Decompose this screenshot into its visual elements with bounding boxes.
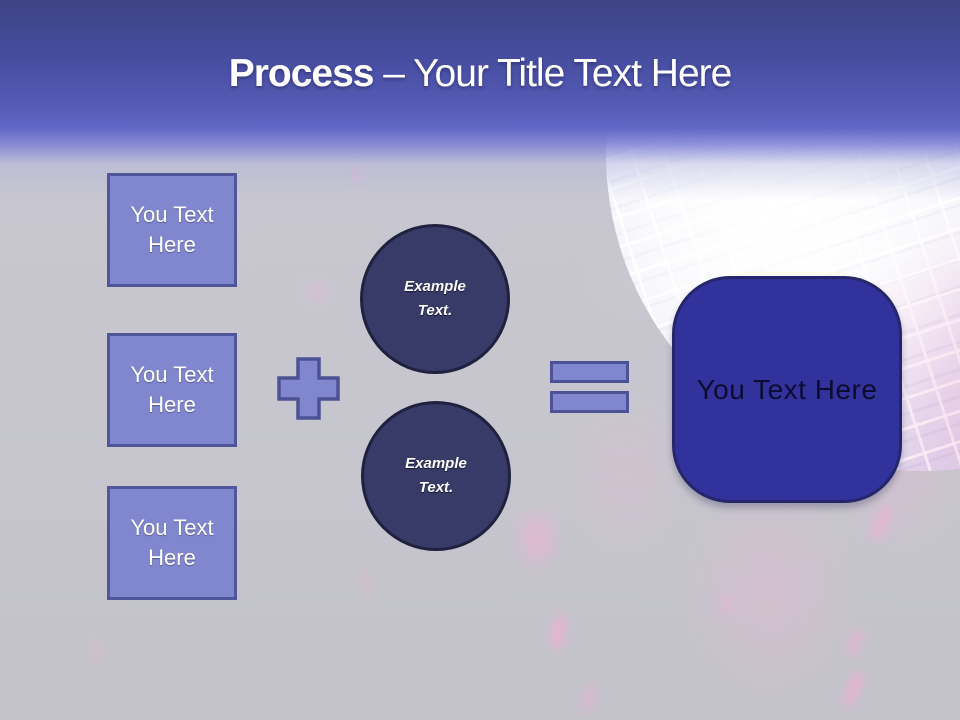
input-box-1-label: You Text Here xyxy=(130,202,214,257)
plus-icon[interactable] xyxy=(277,357,340,420)
example-circle-1-label: Example Text. xyxy=(404,278,466,319)
slide-title-rest: – Your Title Text Here xyxy=(373,52,732,95)
input-box-2[interactable]: You Text Here xyxy=(107,333,237,447)
input-box-1[interactable]: You Text Here xyxy=(107,173,237,287)
equals-bar-top xyxy=(550,361,629,383)
light-streak xyxy=(722,592,731,614)
result-box-label: You Text Here xyxy=(696,373,878,405)
light-streak xyxy=(522,516,552,560)
light-streak xyxy=(842,671,865,707)
title-banner: Process – Your Title Text Here xyxy=(0,0,960,200)
example-circle-1[interactable]: Example Text. xyxy=(360,224,510,374)
light-streak xyxy=(580,685,597,713)
input-box-3-label: You Text Here xyxy=(130,515,214,570)
slide-title-emphasis: Process xyxy=(228,52,375,95)
pink-light-tint xyxy=(680,470,860,710)
light-streak xyxy=(550,615,567,649)
light-streak xyxy=(310,283,322,301)
slide-title[interactable]: Process – Your Title Text Here xyxy=(0,52,960,96)
light-streak xyxy=(362,572,370,594)
equals-icon[interactable] xyxy=(550,361,629,421)
light-streak xyxy=(90,637,102,665)
example-circle-2[interactable]: Example Text. xyxy=(361,401,511,551)
result-box[interactable]: You Text Here xyxy=(672,276,902,503)
input-box-3[interactable]: You Text Here xyxy=(107,486,237,600)
input-box-2-label: You Text Here xyxy=(130,362,214,417)
light-streak xyxy=(845,627,865,657)
equals-bar-bottom xyxy=(550,391,629,413)
example-circle-2-label: Example Text. xyxy=(405,455,467,496)
light-streak xyxy=(869,505,894,541)
